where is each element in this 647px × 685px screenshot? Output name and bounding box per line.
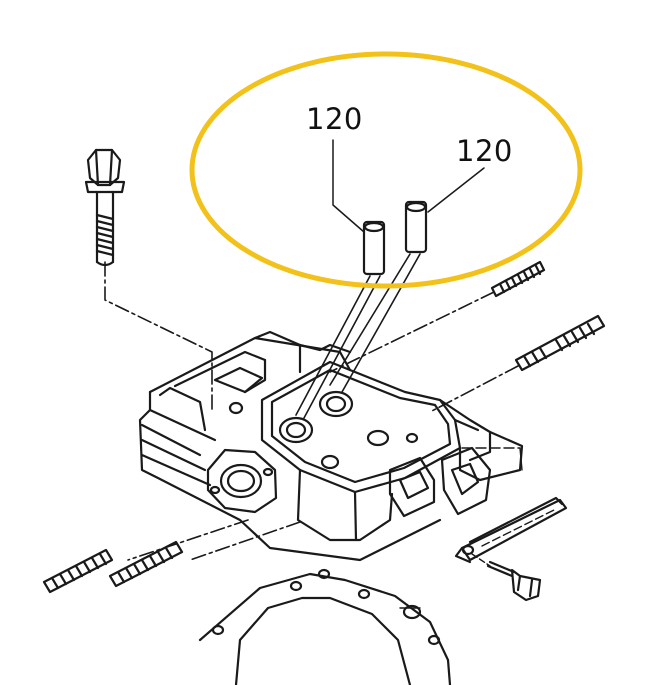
head-bolt-long — [84, 148, 126, 267]
bracket-plate — [454, 496, 568, 564]
cylinder-head — [138, 330, 524, 562]
highlight-ellipse — [189, 51, 583, 289]
dowel-pin-left — [362, 220, 386, 276]
dowel-pin-right — [404, 200, 428, 254]
callout-label-left: 120 — [306, 102, 363, 136]
head-gasket — [198, 568, 452, 685]
stud-mid-right — [514, 314, 606, 372]
bracket-bolt — [486, 560, 542, 602]
stud-lower-left-a — [42, 548, 114, 594]
callout-label-right: 120 — [456, 134, 513, 168]
stud-lower-left-b — [108, 540, 184, 588]
stud-upper-right — [490, 260, 546, 298]
